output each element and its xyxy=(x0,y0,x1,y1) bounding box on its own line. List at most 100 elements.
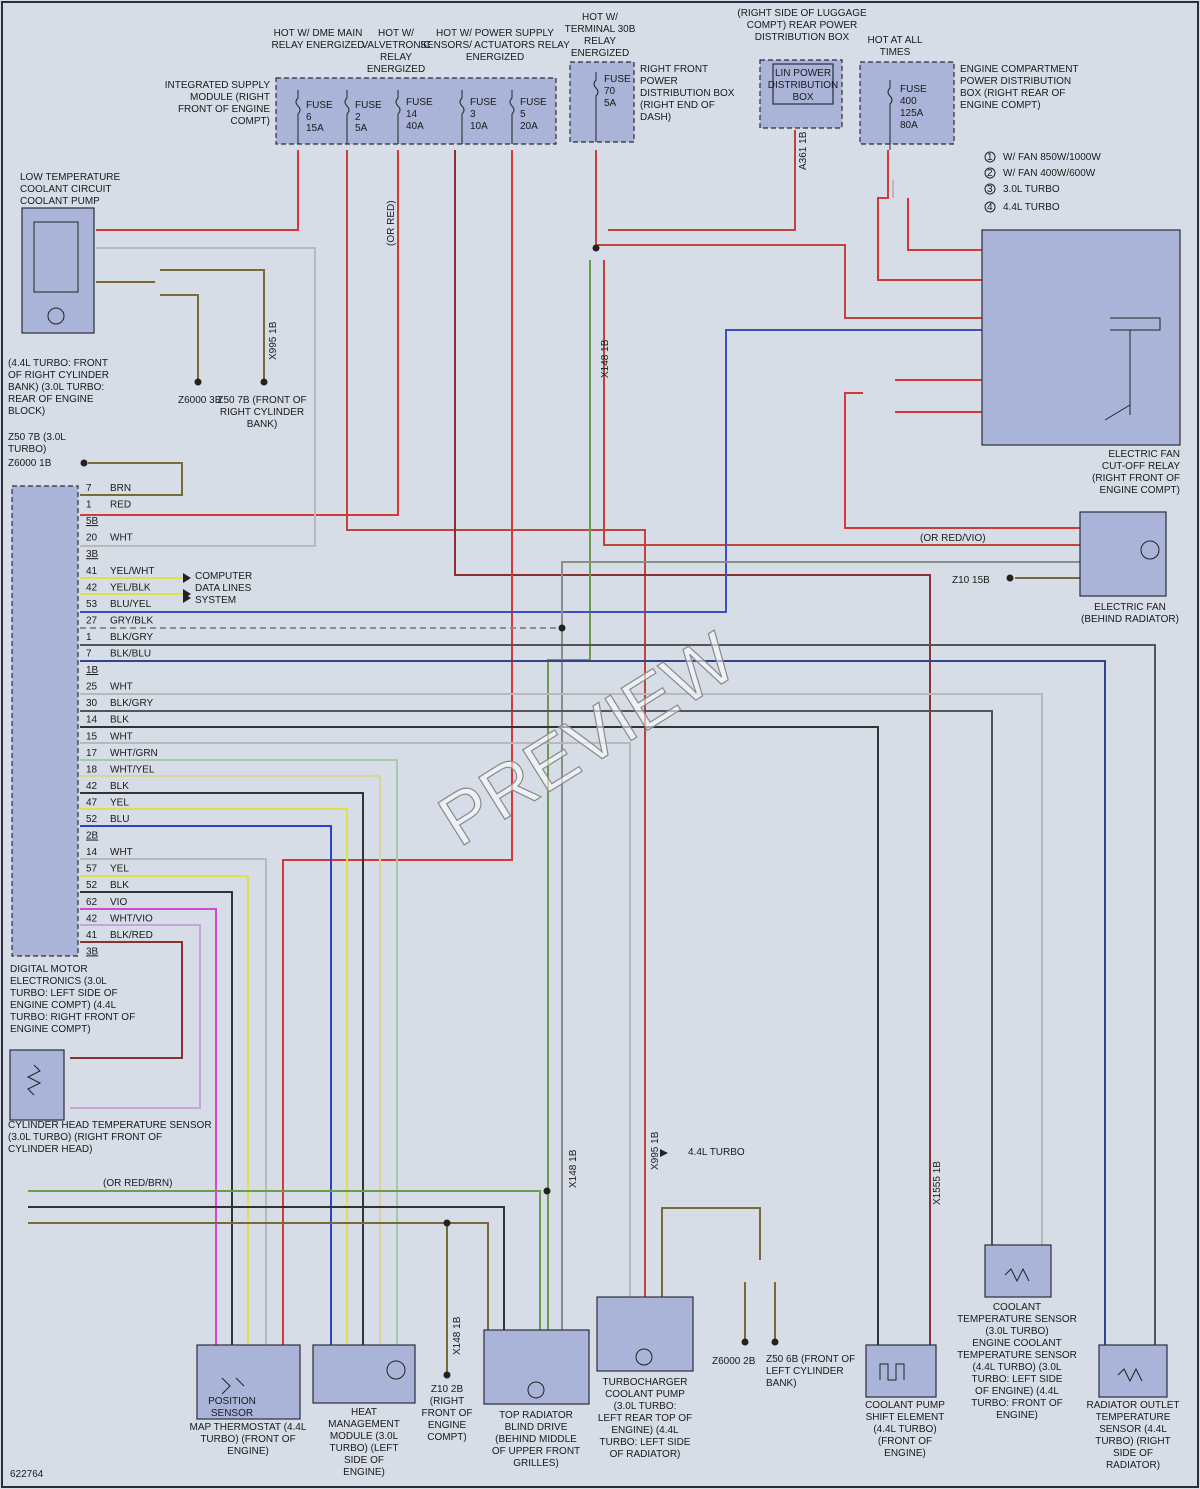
dme-pin-number: 1 xyxy=(86,632,92,643)
dme-pin-number: 17 xyxy=(86,748,98,759)
wire-dme-main-red xyxy=(346,150,646,1330)
wire-dme-wht-yel xyxy=(80,775,381,1345)
ground-icon xyxy=(1006,574,1014,582)
fuse-number: 14 xyxy=(406,109,418,120)
wire-rear-box-red-brn xyxy=(608,130,796,231)
dme-pin-number: 47 xyxy=(86,797,98,808)
note-or-red-brn: (OR RED/BRN) xyxy=(103,1178,172,1189)
dme-pin-wire-color: BLK/RED xyxy=(110,930,153,941)
ground-z6000-3b: Z6000 3B xyxy=(178,395,222,406)
wire-dme-blk-blu xyxy=(80,660,1106,1345)
wire-ltc-pump-supply xyxy=(96,150,299,231)
connector-x995-bottom: X995 1B xyxy=(650,1131,661,1170)
dme-pin-wire-color: WHT xyxy=(110,847,133,858)
legend-text: W/ FAN 850W/1000W xyxy=(1003,152,1101,163)
fan-motor-icon xyxy=(1140,540,1160,560)
fuse-label: FUSE xyxy=(900,84,927,95)
legend-text: 4.4L TURBO xyxy=(1003,202,1060,213)
dme-pin-number: 3B xyxy=(86,549,99,560)
wire-dme-blu-52 xyxy=(80,825,332,1345)
fuse-label: FUSE xyxy=(470,97,497,108)
dme-pin-number: 52 xyxy=(86,880,98,891)
dme-pin-wire-color: YEL/WHT xyxy=(110,566,154,577)
ground-icon xyxy=(194,378,202,386)
wire-blk-harness xyxy=(28,1206,505,1345)
wire-ecpdb-red-1 xyxy=(877,150,982,281)
dme-pin-number: 42 xyxy=(86,913,98,924)
wire-ecpdb-red-2 xyxy=(907,198,982,251)
wire-group xyxy=(28,130,1156,1372)
wire-dme-wht-25 xyxy=(80,693,1043,1245)
note-4-4l-turbo: 4.4L TURBO xyxy=(688,1147,745,1158)
dme-pin-number: 27 xyxy=(86,615,98,626)
fuse-icon xyxy=(295,90,301,144)
dme-pin-wire-color: RED xyxy=(110,500,131,511)
dme-pin-number: 30 xyxy=(86,698,98,709)
splice-icon xyxy=(592,244,600,252)
splice-icon xyxy=(558,624,566,632)
fuse-label: FUSE xyxy=(355,100,382,111)
dme-pin-number: 41 xyxy=(86,566,98,577)
dme-pin-number: 2B xyxy=(86,831,99,842)
pump-motor-housing-icon xyxy=(33,221,79,293)
dme-pin-number: 14 xyxy=(86,715,98,726)
dme-pin-number: 41 xyxy=(86,930,98,941)
fuse-amps: 20A xyxy=(520,121,538,132)
fuse-label: FUSE xyxy=(604,74,631,85)
dme-pin-number: 52 xyxy=(86,814,98,825)
fuse-number: 3 xyxy=(470,109,476,120)
radiator-outlet-temp-sensor xyxy=(1098,1344,1168,1398)
fuse-icon xyxy=(344,90,350,144)
dme-pin-number: 15 xyxy=(86,731,98,742)
fuse-amps: 5A xyxy=(604,98,617,109)
digital-motor-electronics xyxy=(11,485,79,957)
fuse-number: 2 xyxy=(355,112,361,123)
dme-pin-wire-color: WHT xyxy=(110,731,133,742)
wire-dme-blk-gry-1 xyxy=(80,644,1156,1345)
dme-pin-wire-color: BLK xyxy=(110,781,129,792)
wire-dme-blk-52 xyxy=(80,891,233,1345)
map-thermostat xyxy=(196,1344,301,1420)
legend-number: 4 xyxy=(987,202,993,213)
dme-pin-number: 3B xyxy=(86,946,99,957)
fuse-icon xyxy=(459,90,465,144)
fuse-label: FUSE xyxy=(520,97,547,108)
relay-coil-icon xyxy=(1104,317,1161,421)
legend-number: 2 xyxy=(987,168,993,179)
cht-sensor-label: CYLINDER HEAD TEMPERATURE SENSOR(3.0L TU… xyxy=(8,1120,212,1155)
heat-module-motor-icon xyxy=(386,1360,406,1380)
note-or-red-vio: (OR RED/VIO) xyxy=(920,533,986,544)
wire-turbo-brn xyxy=(661,1207,761,1300)
dme-pin-wire-color: GRY/BLK xyxy=(110,615,153,626)
fuse-amps: 10A xyxy=(470,121,488,132)
ground-icon xyxy=(443,1371,451,1379)
dme-pin-number: 20 xyxy=(86,533,98,544)
right-front-power-distribution-box xyxy=(569,61,635,143)
fuse-number: 400 xyxy=(900,96,917,107)
fuse-amps: 5A xyxy=(355,123,368,134)
dme-pin-number: 1 xyxy=(86,500,92,511)
dme-pin-wire-color: BLK xyxy=(110,880,129,891)
wire-sensor-blkred xyxy=(454,150,931,1345)
wire-notes: 4.4L TURBO (OR RED/BRN) (OR RED/VIO) (OR… xyxy=(103,200,986,1189)
legend-marker-icon xyxy=(984,167,996,179)
dme-pin-number: 62 xyxy=(86,897,98,908)
connector-x148-top: X148 1B xyxy=(600,339,611,378)
legend-text: 3.0L TURBO xyxy=(1003,184,1060,195)
